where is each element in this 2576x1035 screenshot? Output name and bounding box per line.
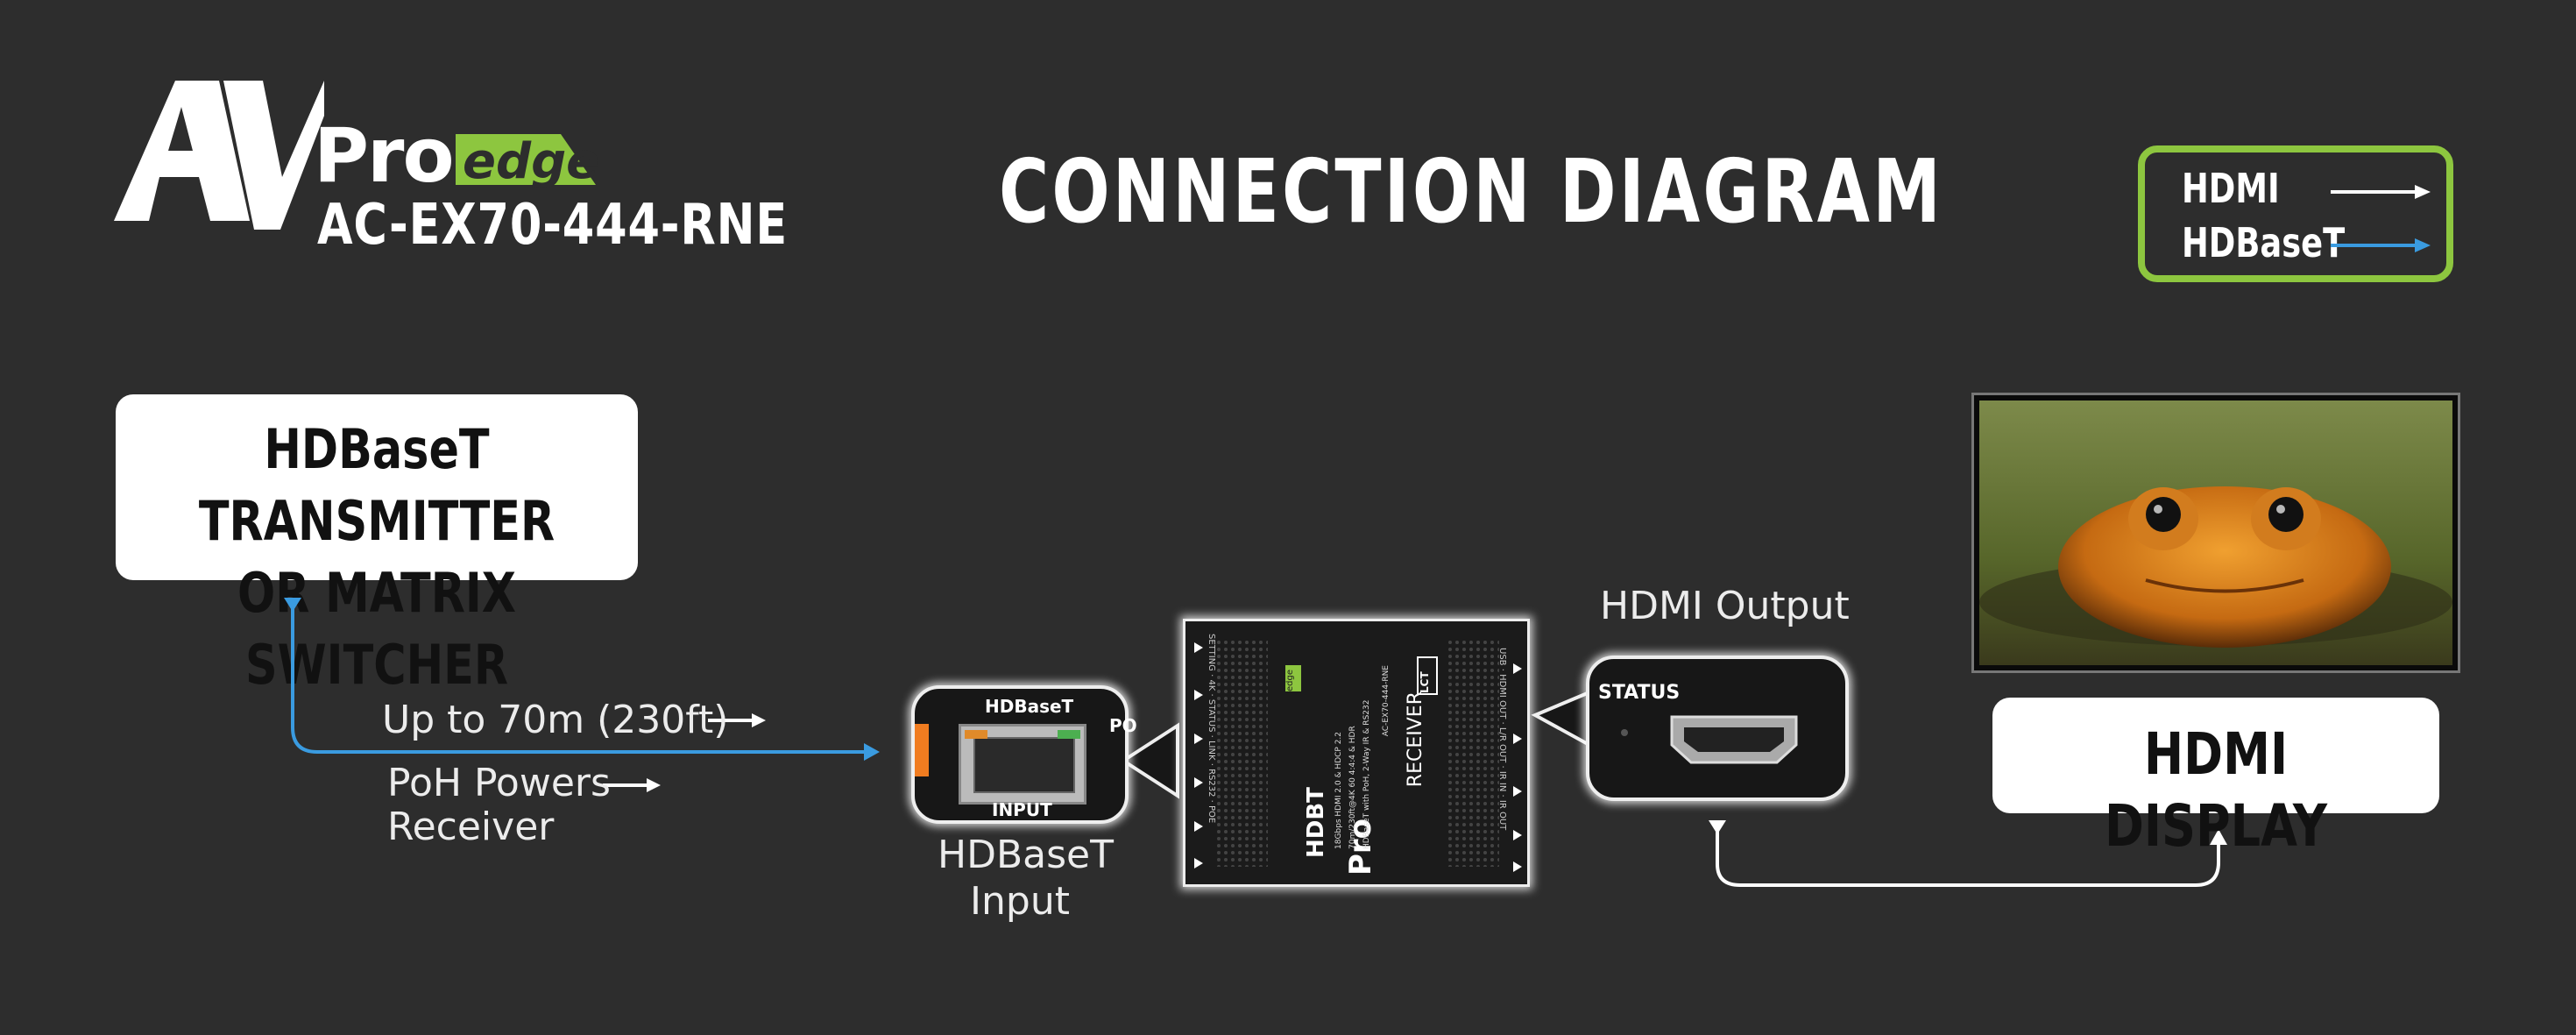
source-box-line1: HDBaseT TRANSMITTER [198,417,556,553]
receiver-hdbt-label: HDBT [1303,787,1329,858]
vent-right [1447,639,1499,867]
rj45-port-icon [959,724,1086,805]
hdbaset-transmitter-box: HDBaseT TRANSMITTER OR MATRIX SWITCHER [116,394,638,697]
model-number: AC-EX70-444-RNE [317,193,789,258]
input-caption-line2: Input [970,879,1070,924]
hdmi-display-tv [1971,393,2460,673]
receiver-left-labels: SETTING · 4K · STATUS · LINK · RS232 · P… [1207,634,1216,824]
hdmi-port-icon [1670,715,1798,764]
distance-note: Up to 70m (230ft) [382,698,729,742]
receiver-right-labels: USB · HDMI OUT · L/R OUT · IR IN · IR OU… [1497,648,1507,831]
right-port-markers [1513,663,1522,872]
port-bottom-label: INPUT [992,799,1052,820]
receiver-spec-line3: HDBaseT with PoH, 2-Way IR & RS232 [1362,699,1371,849]
receiver-model: AC-EX70-444-RNE [1382,665,1391,737]
left-port-markers [1194,642,1203,868]
status-led-icon [1621,729,1628,736]
frog-image [1979,401,2452,665]
receiver-spec-line1: 18Gbps HDMI 2.0 & HDCP 2.2 [1334,731,1343,849]
receiver-lct-badge: LCT [1417,656,1438,695]
hdmi-display-box: HDMI DISPLAY [1992,698,2439,860]
hdmi-output-callout: STATUS [1586,656,1849,801]
hdmi-output-caption: HDMI Output [1600,584,1850,628]
receiver-spec-line2: 70m/230ft@4K 60 4:4:4 & HDR [1348,726,1357,849]
vent-left [1215,639,1268,867]
port-top-label: HDBaseT [985,696,1074,717]
legend-arrows-icon [2331,185,2431,252]
callout-edge-label: PO [1109,715,1137,736]
legend-hdbaset-label: HDBaseT [2182,219,2346,266]
poh-note-line2: Receiver [387,805,555,849]
hdbaset-input-callout: HDBaseT INPUT PO [911,685,1137,824]
legend-hdmi-label: HDMI [2182,165,2280,212]
poh-note-line1: PoH Powers [387,761,611,805]
input-caption-line1: HDBaseT [938,833,1114,877]
avpro-logo-icon [114,81,324,230]
display-box-label: HDMI DISPLAY [2104,720,2328,860]
logo-edge-badge [456,134,596,185]
page-title: CONNECTION DIAGRAM [999,140,1943,243]
logo-brand-text: Pro [314,112,455,200]
status-label: STATUS [1598,682,1681,704]
receiver-type-label: RECEIVER [1405,691,1426,788]
receiver-label-panel: Pro HDBT RECEIVER 18Gbps HDMI 2.0 & HDCP… [1273,656,1440,875]
source-box-line2: OR MATRIX SWITCHER [237,561,517,697]
receiver-edge-tag: edge [1285,665,1301,691]
terminal-block-icon [915,724,929,776]
legend: HDMI HDBaseT [2138,145,2453,282]
logo-sub-brand: edge [463,133,600,190]
receiver-device: SETTING · 4K · STATUS · LINK · RS232 · P… [1183,619,1530,887]
